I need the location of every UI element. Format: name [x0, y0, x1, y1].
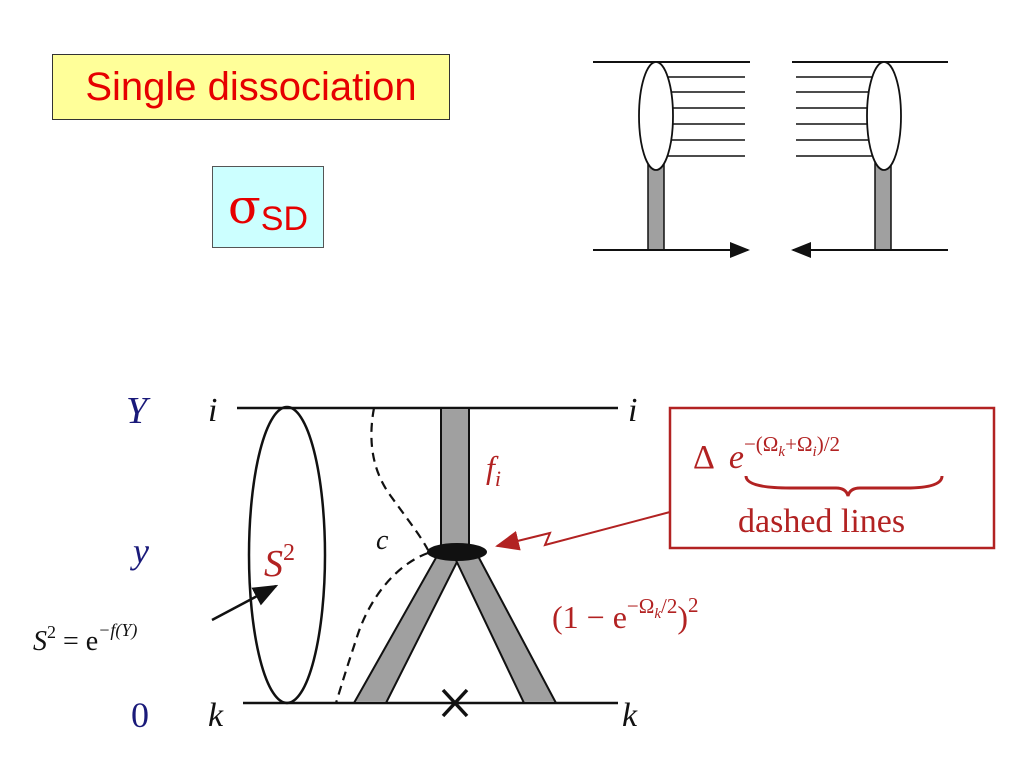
sigma-symbol: σ [228, 179, 261, 235]
annotation-caption: dashed lines [738, 503, 905, 540]
top-right-blob [866, 61, 902, 171]
s2-formula: S2 = e−f(Y) [33, 620, 137, 657]
upper-dashed-line [370, 407, 429, 551]
label-k-left: k [208, 697, 224, 734]
suppression-exp-tail: /2 [661, 594, 677, 618]
top-right-pomeron [874, 159, 892, 251]
s2-label: S2 [264, 540, 295, 585]
label-S2-base: S [264, 543, 283, 585]
top-left-blob [638, 61, 674, 171]
suppression-exponent: −Ω [627, 594, 654, 618]
top-diagram-right [791, 61, 948, 258]
suppression-formula-text: (1 − e−Ωk/2)2 [552, 593, 699, 635]
annotation-box [668, 406, 996, 550]
label-c: c [376, 525, 389, 556]
fi-label: fi [486, 449, 501, 491]
annotation-exp-pre: −(Ω [744, 432, 778, 456]
annotation-exp-sub2: i [813, 444, 817, 460]
bottom-diagram [211, 405, 996, 718]
suppression-exp-sub: k [654, 606, 661, 622]
suppression-formula: (1 − e−Ωk/2)2 [552, 593, 699, 635]
label-f-subscript: i [495, 466, 501, 491]
triple-vertex-blob [427, 543, 487, 561]
annotation-pointer [495, 511, 671, 551]
cross-mark-b [441, 688, 469, 718]
annotation-exp-sub1: k [778, 444, 785, 460]
axis-labels: Y y 0 [126, 390, 151, 735]
label-i-left: i [208, 392, 217, 429]
annotation-exp-mid: +Ω [785, 432, 812, 456]
left-diagonal-pomeron [352, 555, 462, 704]
top-diagram-left [593, 61, 750, 258]
label-f: fi [486, 449, 501, 491]
s2-formula-lhs-exp: 2 [47, 622, 56, 642]
sigma-subscript: SD [260, 199, 308, 238]
suppression-power: 2 [688, 593, 699, 617]
s2-pointer-arrow [211, 584, 279, 622]
s2-formula-lhs: S [33, 626, 47, 657]
underbrace [744, 475, 944, 497]
label-i-right: i [628, 392, 637, 429]
label-Y: Y [126, 390, 151, 432]
s2-formula-text: S2 = e−f(Y) [33, 620, 137, 657]
suppression-close: ) [677, 599, 688, 635]
label-zero: 0 [131, 695, 149, 735]
label-S2: S2 [264, 540, 295, 585]
title-text: Single dissociation [85, 64, 417, 109]
s2-formula-exponent: −f(Y) [98, 620, 137, 641]
annotation-base: e [729, 439, 744, 476]
line-end-labels: i i k k c [208, 392, 638, 734]
s2-formula-equals: = e [56, 626, 98, 657]
s2-ellipse [247, 405, 327, 705]
label-S2-exp: 2 [283, 540, 295, 566]
annotation-delta: Δ [693, 439, 715, 476]
top-left-pomeron [647, 159, 665, 251]
vertical-pomeron [440, 407, 470, 554]
title-box: Single dissociation [52, 54, 450, 120]
suppression-open: (1 − e [552, 599, 627, 635]
lower-dashed-line [334, 551, 429, 704]
right-diagonal-pomeron [452, 555, 558, 704]
annotation-exp-post: )/2 [817, 432, 840, 456]
label-y: y [130, 531, 149, 571]
label-k-right: k [622, 697, 638, 734]
